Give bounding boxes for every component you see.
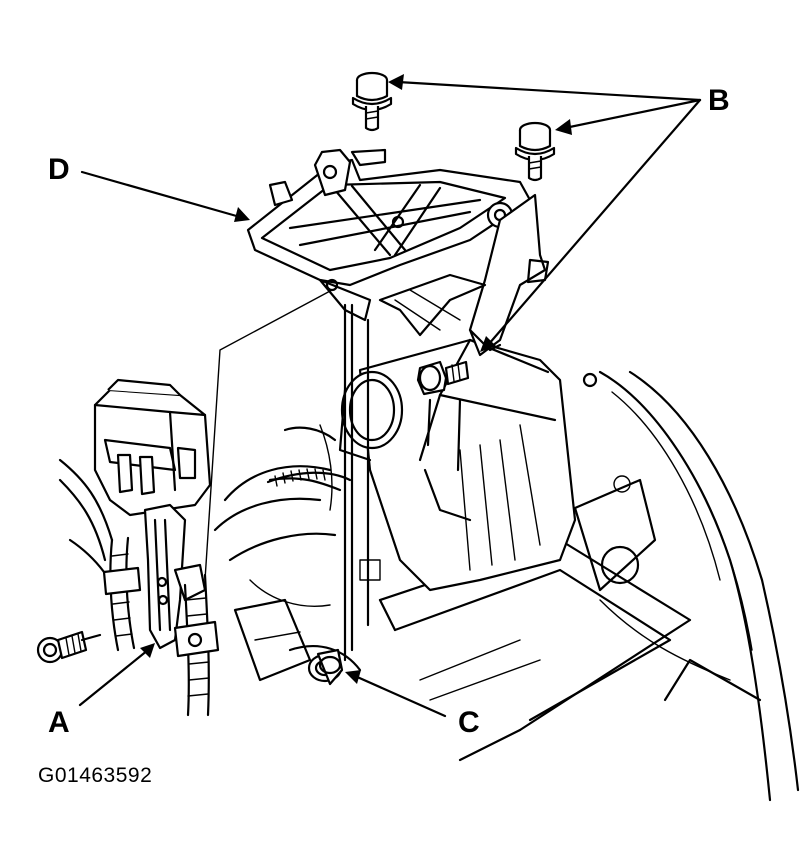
bolt-b-2	[514, 121, 556, 182]
label-d: D	[48, 153, 70, 186]
bracket-d	[246, 148, 550, 357]
bolt-c	[307, 303, 381, 686]
leader-lines	[78, 74, 702, 718]
figure-id: G01463592	[38, 764, 153, 787]
bolt-b-3	[416, 360, 470, 396]
bolts-b	[351, 71, 556, 396]
label-c: C	[458, 706, 480, 739]
background-engine	[213, 424, 362, 682]
label-a: A	[48, 706, 70, 739]
control-unit-housing	[338, 338, 577, 592]
bolt-b-1	[351, 71, 393, 132]
label-b: B	[708, 84, 730, 117]
bracket-a-assembly	[36, 378, 220, 717]
fender-structure	[573, 370, 800, 802]
